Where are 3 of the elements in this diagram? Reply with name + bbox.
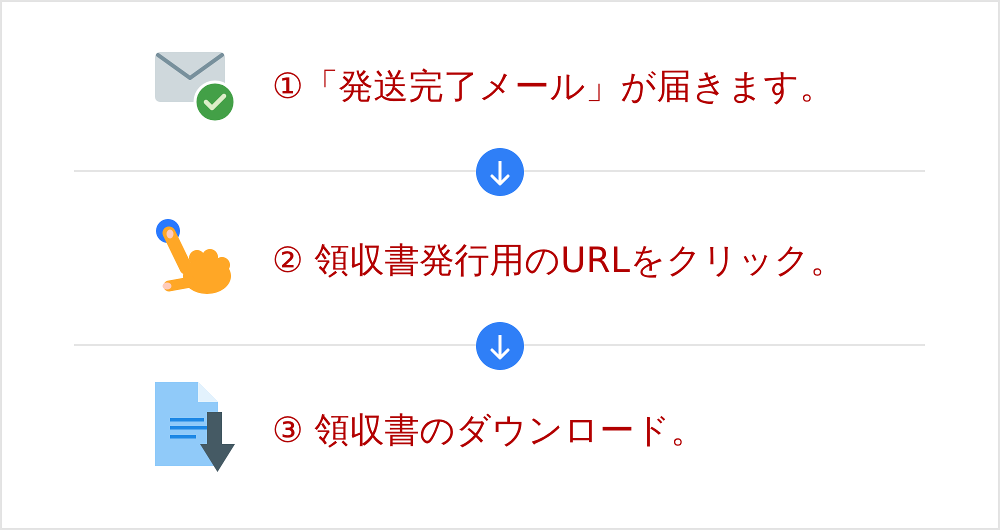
step-text: ② 領収書発行用のURLをクリック。 <box>272 240 845 283</box>
step-text: ①「発送完了メール」が届きます。 <box>272 66 834 109</box>
step-text: ③ 領収書のダウンロード。 <box>272 410 706 453</box>
